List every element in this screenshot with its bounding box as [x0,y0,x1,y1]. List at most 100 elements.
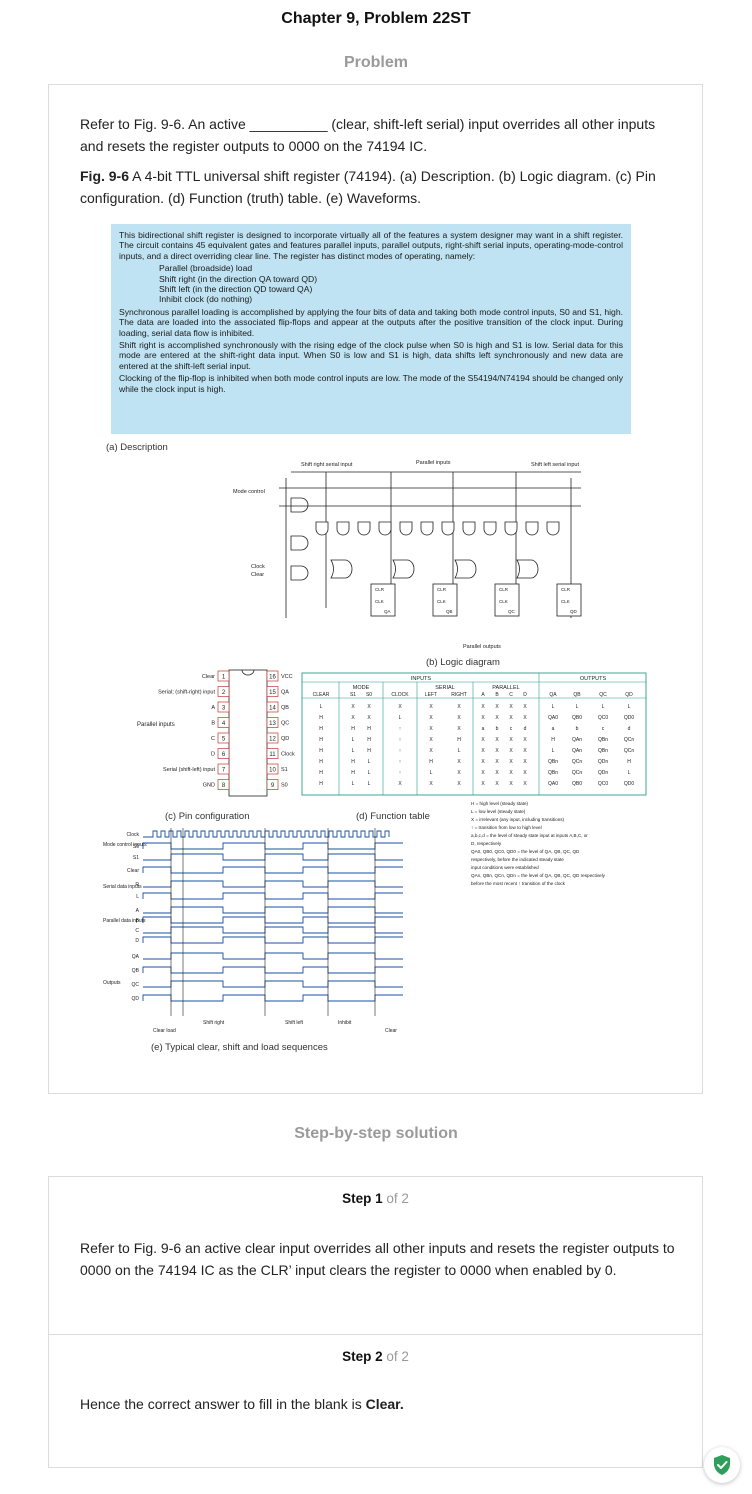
and-gate [420,521,434,536]
problem-card: Refer to Fig. 9-6. An active __________ … [48,84,703,1094]
ft-header: A [481,692,485,698]
or-gate [392,559,415,579]
ft-header: QC [599,692,607,698]
caption-label: Fig. 9-6 [80,168,130,184]
mode-item: Parallel (broadside) load [159,263,253,274]
pin-number: 13 [269,721,276,727]
ft-cell: QBn [598,737,608,743]
wave-trace [143,830,390,838]
ft-cell: H [457,737,461,743]
wave-signal-label: D [135,938,139,944]
pin-number: 5 [222,737,226,743]
page-title: Chapter 9, Problem 22ST [281,10,471,27]
wave-signal-label: B [136,918,140,924]
ft-cell: QDn [598,770,609,776]
ft-cell: X [457,704,461,710]
and-gate [441,521,455,536]
step-1-of: of 2 [382,1191,409,1206]
wave-trace [142,916,403,924]
wave-trace [143,906,403,914]
pin-label: QC [281,721,289,727]
ft-cell: X [457,715,461,721]
ft-cell: L [368,781,371,787]
ff-clr-label: CLR [375,587,385,592]
and-gate [399,521,413,536]
step-1-header: Step 1 of 2 [49,1191,702,1206]
ft-cell: X [429,715,433,721]
ff-output-label: QC [508,609,516,614]
wave-trace [142,866,403,874]
ft-cell: c [602,726,605,732]
ft-cell: X [457,781,461,787]
step-2-text-before: Hence the correct answer to fill in the … [80,1396,366,1412]
pin-label: D [211,752,215,758]
wave-sequence-label: Shift right [203,1020,225,1026]
label-d: (d) Function table [356,811,430,822]
ft-cell: L [368,759,371,765]
ft-cell: X [523,781,527,787]
logic-clock-label: Clock [251,564,265,570]
ft-serial: SERIAL [435,685,455,691]
ft-cell: H [351,770,355,776]
and-gate [525,521,539,536]
wave-trace [143,880,403,888]
ft-cell: X [523,748,527,754]
ft-cell: ↑ [399,748,402,754]
ft-header: B [495,692,499,698]
pin-box [266,717,279,728]
ft-cell: X [523,737,527,743]
ft-cell: X [523,715,527,721]
ft-cell: X [509,704,513,710]
ff-clr-label: CLR [437,587,447,592]
ft-cell: L [352,737,355,743]
description-box: This bidirectional shift register is des… [111,224,631,434]
pin-number: 1 [222,675,226,681]
and-gate [357,521,371,536]
and-gate [378,521,392,536]
ft-cell: a [552,726,555,732]
wave-signal-label: QD [132,996,140,1002]
ft-note: before the most recent ↑ transition of t… [471,881,566,886]
ft-cell: X [457,726,461,732]
ft-cell: QA0 [548,715,558,721]
pin-label: VCC [281,674,293,680]
pin-number: 15 [269,690,276,696]
wave-sequence-label: Clear [385,1028,397,1034]
pin-number: 11 [269,752,276,758]
pin-number: 2 [222,690,226,696]
ft-cell: QBn [548,770,558,776]
wave-signal-label: QC [132,982,140,988]
ft-cell: QC0 [598,715,609,721]
ft-cell: X [481,748,485,754]
ft-cell: X [481,737,485,743]
ft-cell: b [576,726,579,732]
wave-trace [142,994,403,1002]
ft-cell: X [495,704,499,710]
pin-box [217,686,230,697]
step-2-header: Step 2 of 2 [49,1349,702,1364]
ft-cell: X [398,704,402,710]
step-1: Step 1 of 2 Refer to Fig. 9-6 an active … [49,1177,702,1334]
ft-cell: QAn [572,737,582,743]
and-gate [336,521,350,536]
ft-cell: X [429,726,433,732]
wave-sequence-label: Clear load [153,1028,176,1034]
wave-trace [142,966,403,974]
security-badge[interactable] [704,1447,740,1483]
ft-cell: X [398,781,402,787]
pin-box [266,670,279,682]
ft-cell: X [429,704,433,710]
ft-cell: QCn [572,759,583,765]
pin-box [217,779,230,790]
ft-cell: X [509,770,513,776]
ft-note: QA0, QB0, QC0, QD0 = the level of QA, QB… [471,849,580,854]
ft-cell: QC0 [598,781,609,787]
wave-group-label: Parallel data inputs [103,918,146,924]
ft-cell: a [482,726,485,732]
ft-cell: H [351,726,355,732]
and-gate [462,521,476,536]
wave-group-label: Mode control inputs [103,842,147,848]
ff-clk-label: CLK [375,599,384,604]
and-gate [315,521,329,536]
